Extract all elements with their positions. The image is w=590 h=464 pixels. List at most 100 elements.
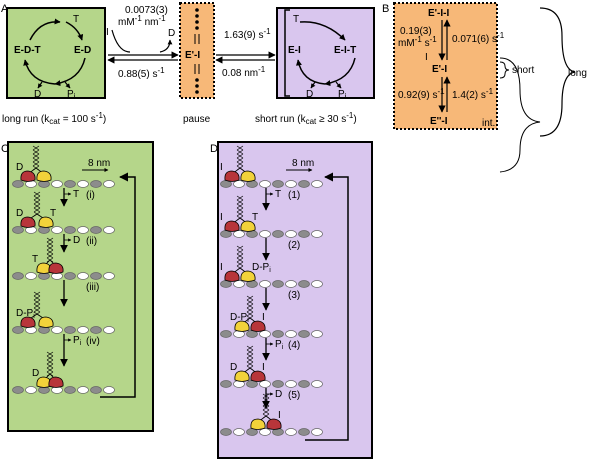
head-label-front: D-Pi xyxy=(252,262,271,274)
head-label-rear: I xyxy=(220,162,223,173)
microtubule-subunit xyxy=(12,180,24,188)
microtubule-subunit xyxy=(311,330,323,338)
state-e-prime-i-i: E'-I-I xyxy=(428,8,449,19)
microtubule-subunit xyxy=(233,428,245,436)
microtubule-subunit xyxy=(51,180,63,188)
microtubule-subunit xyxy=(25,386,37,394)
short-run-arrow-d xyxy=(310,81,316,89)
step-number: (2) xyxy=(288,240,300,251)
microtubule-subunit xyxy=(64,386,76,394)
microtubule-subunit xyxy=(298,428,310,436)
step-number: (i) xyxy=(86,190,95,201)
motor-head-front xyxy=(36,170,52,182)
microtubule-subunit xyxy=(12,386,24,394)
pause-box xyxy=(179,2,215,99)
ligand-i-b: I xyxy=(425,52,428,63)
motor-head-front xyxy=(38,316,54,328)
microtubule-subunit xyxy=(233,280,245,288)
microtubule-subunit xyxy=(12,272,24,280)
panel-label-a: A xyxy=(1,3,9,15)
motor-head-front xyxy=(38,216,54,228)
microtubule-subunit xyxy=(90,386,102,394)
brace-label-long: long xyxy=(568,68,587,79)
microtubule-subunit xyxy=(103,180,115,188)
long-run-state-ed: E-D xyxy=(74,45,91,56)
head-label-front: I xyxy=(262,312,265,323)
microtubule-subunit xyxy=(233,230,245,238)
head-label-rear: D xyxy=(32,368,39,379)
motor-head-front xyxy=(266,418,282,430)
microtubule-subunit xyxy=(259,330,271,338)
microtubule-subunit xyxy=(259,280,271,288)
head-label-rear: I xyxy=(220,262,223,273)
microtubule-subunit xyxy=(285,330,297,338)
panel-label-d: D xyxy=(210,143,218,155)
k3: 0.92(9) s-1 xyxy=(398,87,445,101)
short-run-out-d: D xyxy=(306,89,313,100)
rate-off: 0.88(5) s-1 xyxy=(118,66,165,80)
short-run-arrow-left xyxy=(296,59,326,85)
short-run-caption: short run (kcat ≥ 30 s-1) xyxy=(255,111,357,126)
step-number: (4) xyxy=(288,340,300,351)
long-run-arrow-bind-t xyxy=(65,21,84,41)
microtubule-subunit xyxy=(90,272,102,280)
head-label-rear: D xyxy=(16,162,23,173)
rate-from-short: 0.08 nm-1 xyxy=(222,65,266,79)
k1-line1: 0.19(3) xyxy=(400,26,432,37)
motor-head-rear xyxy=(250,418,266,430)
panel-label-b: B xyxy=(382,3,389,15)
microtubule-subunit xyxy=(77,226,89,234)
microtubule-subunit xyxy=(259,180,271,188)
long-run-arrow-right xyxy=(54,57,86,87)
state-e-prime-i: E'-I xyxy=(432,64,447,75)
brace-label-int: int. xyxy=(482,118,495,129)
head-label-rear: T xyxy=(32,254,38,265)
cycle-return-arrow-d xyxy=(305,172,349,441)
head-label-rear: D xyxy=(230,362,237,373)
microtubule-subunit xyxy=(103,386,115,394)
microtubule-subunit xyxy=(272,280,284,288)
microtubule-subunit xyxy=(285,428,297,436)
microtubule-subunit xyxy=(285,230,297,238)
motor-head-rear xyxy=(20,216,36,228)
step-ligand: D xyxy=(73,235,80,246)
brace-short xyxy=(499,61,510,79)
panel-c-box xyxy=(7,141,154,432)
k1-line2: mM-1 s-1 xyxy=(398,35,437,49)
microtubule-subunit xyxy=(272,380,284,388)
microtubule-subunit xyxy=(220,380,232,388)
step-ligand: D xyxy=(275,389,282,400)
microtubule-subunit xyxy=(90,226,102,234)
step-number: (iii) xyxy=(86,282,99,293)
microtubule-subunit xyxy=(285,180,297,188)
microtubule-subunit xyxy=(272,230,284,238)
step-number: (1) xyxy=(288,190,300,201)
microtubule-subunit xyxy=(311,230,323,238)
microtubule-subunit xyxy=(311,280,323,288)
motor-head-front xyxy=(240,270,256,282)
step-ligand: Pi xyxy=(73,335,82,347)
microtubule-subunit xyxy=(12,326,24,334)
microtubule-subunit xyxy=(51,226,63,234)
microtubule-subunit xyxy=(311,428,323,436)
step-distance-d: 8 nm xyxy=(292,158,314,169)
motor-head-front xyxy=(250,320,266,332)
microtubule-subunit xyxy=(298,280,310,288)
motor-head-rear xyxy=(224,170,240,182)
microtubule-subunit xyxy=(298,330,310,338)
microtubule-subunit xyxy=(103,326,115,334)
microtubule-subunit xyxy=(25,272,37,280)
ligand-d-curve xyxy=(159,39,173,53)
microtubule-subunit xyxy=(298,230,310,238)
motor-head-front xyxy=(48,262,64,274)
pause-caption: pause xyxy=(183,114,211,125)
step-distance-c: 8 nm xyxy=(88,158,110,169)
microtubule-subunit xyxy=(311,380,323,388)
long-run-out-d: D xyxy=(34,89,41,100)
long-run-out-p: Pi xyxy=(67,89,76,101)
microtubule-subunit xyxy=(285,380,297,388)
long-run-arrow-d xyxy=(37,81,43,89)
head-label-front: I xyxy=(278,410,281,421)
head-label-rear: I xyxy=(220,212,223,223)
